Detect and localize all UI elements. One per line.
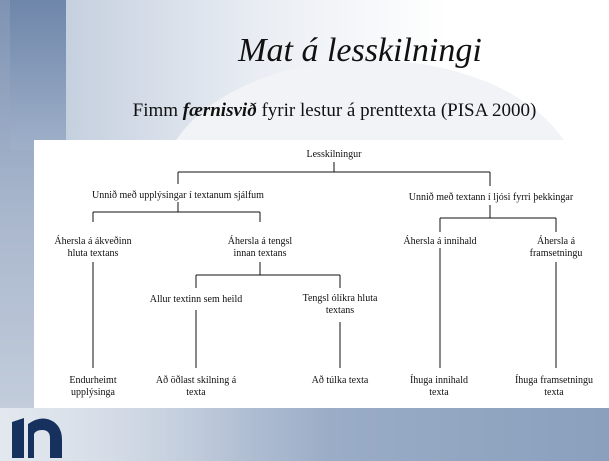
node-focus-links: Áhersla á tengsl innan textans <box>200 236 320 260</box>
subtitle-text-end: fyrir lestur á prenttexta (PISA 2000) <box>256 100 537 121</box>
leaf-understand: Að öðlast skilning á texta <box>136 375 256 399</box>
leaf-reflect-form-line2: texta <box>544 387 564 398</box>
node-focus-content: Áhersla á innihald <box>403 236 477 247</box>
leaf-retrieve-line1: Endurheimt <box>69 375 117 386</box>
leaf-reflect-content-line1: Íhuga innihald <box>409 375 469 386</box>
leaf-reflect-form: Íhuga framsetningu texta <box>502 375 606 399</box>
leaf-retrieve-line2: upplýsinga <box>71 387 115 398</box>
node-focus-links-line2: innan textans <box>233 248 287 259</box>
leaf-reflect-content: Íhuga innihald texta <box>394 375 484 399</box>
node-branch-left: Unnið með upplýsingar í textanum sjálfum <box>92 190 264 201</box>
node-whole-text: Allur textinn sem heild <box>149 294 243 305</box>
university-logo-icon <box>12 418 62 458</box>
node-root: Lesskilningur <box>306 149 362 160</box>
node-diff-parts-line1: Tengsl ólíkra hluta <box>302 293 378 304</box>
node-focus-form-line1: Áhersla á <box>536 236 576 247</box>
slide-subtitle: Fimm færnisvið fyrir lestur á prenttexta… <box>60 100 609 122</box>
slide-title: Mat á lesskilningi <box>238 32 482 69</box>
node-focus-part-line1: Áhersla á ákveðinn <box>54 236 132 247</box>
leaf-reflect-form-line1: Íhuga framsetningu <box>514 375 594 386</box>
decorative-left-band-top <box>10 0 66 150</box>
subtitle-text-start: Fimm <box>132 100 183 121</box>
leaf-understand-line2: texta <box>186 387 206 398</box>
leaf-understand-line1: Að öðlast skilning á <box>155 375 237 386</box>
diagram-panel <box>34 140 609 408</box>
node-focus-form-line2: framsetningu <box>529 248 583 259</box>
leaf-retrieve: Endurheimt upplýsinga <box>48 375 138 399</box>
node-focus-links-line1: Áhersla á tengsl <box>227 236 293 247</box>
leaf-interpret: Að túlka texta <box>311 375 369 386</box>
leaf-reflect-content-line2: texta <box>429 387 449 398</box>
node-focus-part: Áhersla á ákveðinn hluta textans <box>33 236 153 260</box>
node-focus-form: Áhersla á framsetningu <box>508 236 604 260</box>
subtitle-emphasis: færnisvið <box>182 100 257 121</box>
node-branch-right: Unnið með textann í ljósi fyrri þekkinga… <box>408 192 574 203</box>
node-focus-part-line2: hluta textans <box>67 248 119 259</box>
node-diff-parts: Tengsl ólíkra hluta textans <box>280 293 400 317</box>
node-diff-parts-line2: textans <box>325 305 355 316</box>
